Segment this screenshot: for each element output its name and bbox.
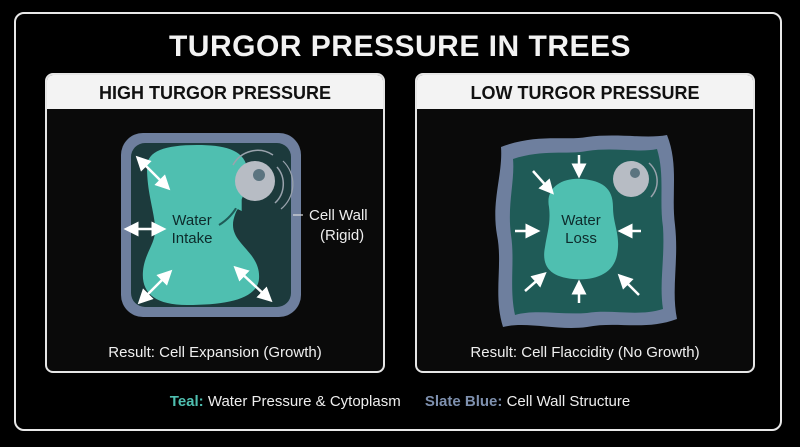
water-loss-label-2: Loss	[565, 230, 597, 247]
vacuole-icon	[613, 161, 649, 197]
pressure-arrow	[135, 155, 171, 191]
inward-arrow	[617, 273, 640, 296]
high-turgor-result: Result: Cell Expansion (Growth)	[108, 344, 322, 361]
low-turgor-panel: LOW TURGOR PRESSURE Water Loss Result: C…	[415, 73, 755, 373]
cytoplasm-blob	[142, 145, 260, 305]
water-intake-arrow	[218, 197, 242, 226]
inward-arrow	[524, 272, 547, 292]
water-loss-label-1: Water	[561, 212, 600, 229]
water-intake-label-2: Intake	[172, 230, 213, 247]
cytoplasm-blob	[544, 178, 619, 280]
legend-teal-key: Teal:	[169, 393, 204, 410]
pressure-arrow	[233, 265, 273, 303]
inward-arrow	[532, 170, 554, 195]
legend-slate-key: Slate Blue:	[424, 393, 503, 410]
vacuole-icon	[235, 161, 275, 201]
high-turgor-header: HIGH TURGOR PRESSURE	[47, 75, 383, 109]
legend-teal-text: Water Pressure & Cytoplasm	[207, 393, 401, 410]
cell-wall-label-2: (Rigid)	[320, 227, 364, 244]
legend: Teal: Water Pressure & Cytoplasm Slate B…	[0, 393, 800, 410]
legend-slate-text: Cell Wall Structure	[506, 393, 631, 410]
cell-wall-label-1: Cell Wall	[309, 207, 368, 224]
low-turgor-diagram: Water Loss	[495, 135, 677, 328]
high-turgor-panel: HIGH TURGOR PRESSURE Water Intake	[45, 73, 385, 373]
page-title: TURGOR PRESSURE IN TREES	[168, 30, 632, 63]
low-turgor-header: LOW TURGOR PRESSURE	[417, 75, 753, 109]
high-turgor-diagram: Water Intake Cell Wall (Rigid)	[121, 133, 368, 317]
low-turgor-result: Result: Cell Flaccidity (No Growth)	[470, 344, 700, 361]
water-intake-label-1: Water	[172, 212, 211, 229]
pressure-arrow	[137, 269, 173, 305]
